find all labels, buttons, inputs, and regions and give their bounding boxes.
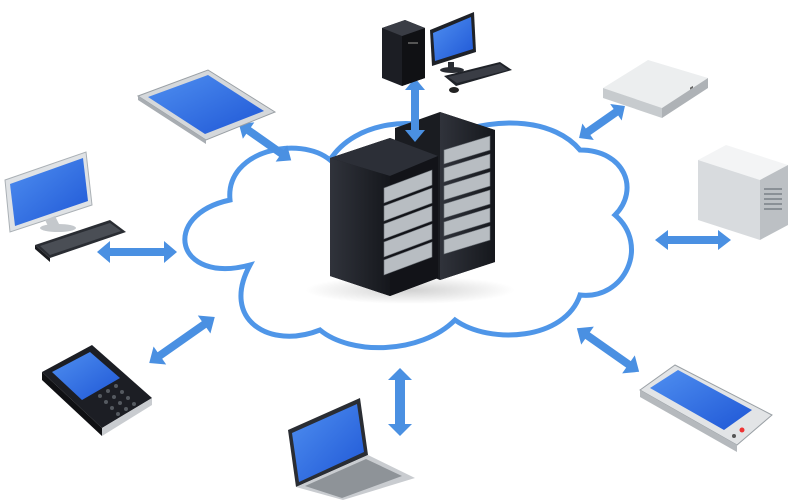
arrow-top-left <box>238 122 292 162</box>
server-racks <box>305 112 515 304</box>
monitor-keyboard-icon <box>4 151 126 262</box>
arrow-bottom-right <box>576 326 640 374</box>
arrow-right <box>655 230 731 250</box>
arrow-bottom-left <box>149 315 215 365</box>
laptop-icon <box>288 398 415 500</box>
tablet-icon <box>136 69 277 144</box>
blackberry-phone-icon <box>42 345 152 436</box>
smartphone-icon <box>639 364 773 452</box>
tower-server-icon <box>698 145 788 240</box>
arrow-top-right <box>579 104 625 140</box>
network-appliance-icon <box>603 60 708 118</box>
connection-arrows <box>97 78 731 436</box>
desktop-computer-icon <box>382 12 512 93</box>
arrow-left <box>97 241 177 263</box>
arrow-top <box>405 78 425 142</box>
arrow-bottom <box>388 368 412 436</box>
